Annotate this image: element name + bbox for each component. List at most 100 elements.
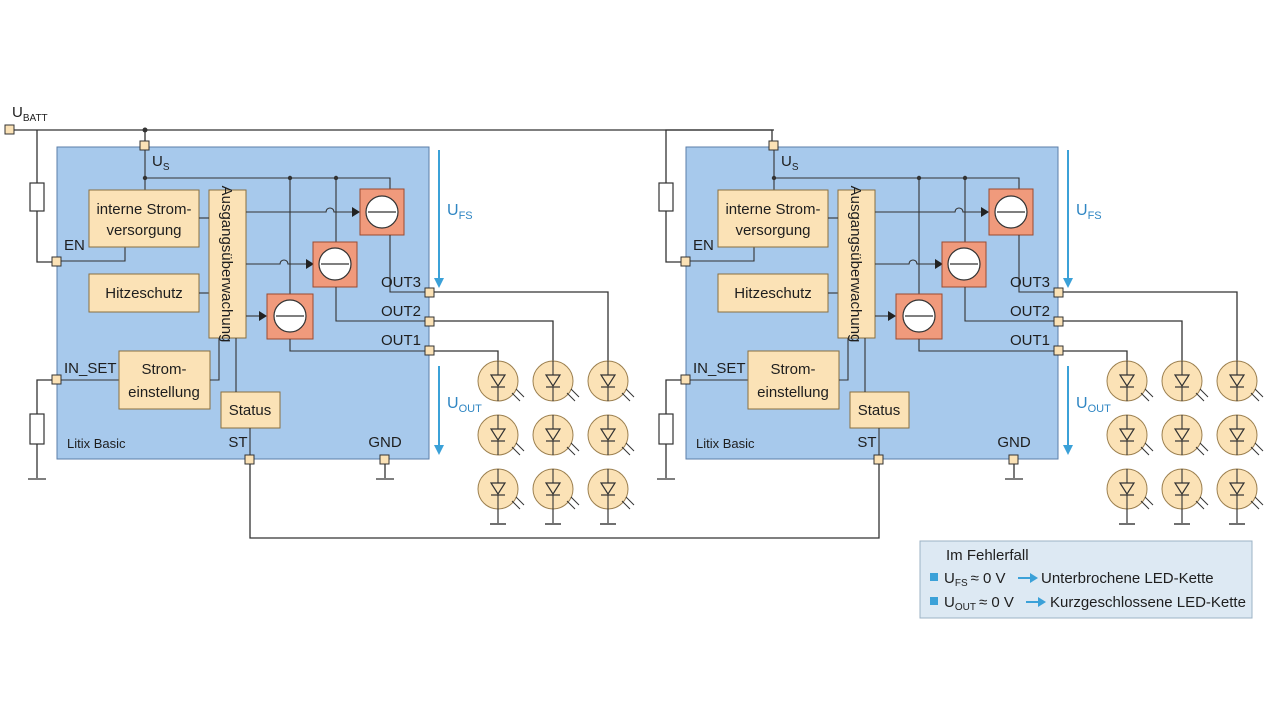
block-current-setting (118, 350, 211, 410)
led-icon (532, 360, 580, 402)
pin-us (768, 140, 779, 151)
legend-title: Im Fehlerfall (946, 547, 1029, 564)
led-icon (1161, 414, 1209, 456)
legend-bullet-2 (930, 597, 938, 605)
legend-row-1: UFS≈ 0 V (944, 570, 1006, 589)
pin-en (680, 256, 691, 267)
block-heat-protection-label: Hitzeschutz (105, 285, 183, 302)
legend: Im Fehlerfall UFS≈ 0 V Unterbrochene LED… (919, 540, 1253, 619)
pin-st-label: ST (857, 434, 876, 451)
pin-out3-label: OUT3 (381, 274, 421, 291)
current-source-3 (875, 188, 1058, 293)
led-string (532, 360, 580, 525)
block-internal-power-line2: versorgung (735, 222, 810, 239)
en-resistor-bottom-wire (36, 211, 57, 263)
block-current-setting-line2: einstellung (757, 384, 829, 401)
block-status-label: Status (858, 402, 901, 419)
uout-arrow: UOUT (434, 366, 482, 455)
led-icon (1106, 414, 1154, 456)
led-icon (477, 468, 525, 510)
legend-row-2-text: Kurzgeschlossene LED-Kette (1050, 594, 1246, 611)
pin-in-set-label: IN_SET (64, 360, 117, 377)
current-source-2 (875, 241, 1058, 322)
ubatt-label: UBATT (12, 104, 48, 124)
pin-out2 (1053, 316, 1064, 327)
current-source-2 (246, 241, 429, 322)
led-icon (1161, 360, 1209, 402)
legend-row-1-text: Unterbrochene LED-Kette (1041, 570, 1214, 587)
led-string (1161, 360, 1209, 525)
pin-out3 (1053, 287, 1064, 298)
block-heat-protection (717, 273, 829, 313)
led-string (477, 360, 525, 525)
ubatt-terminal (4, 124, 15, 135)
led-icon (587, 468, 635, 510)
ufs-arrow: UFS (434, 150, 473, 288)
pin-gnd-label: GND (997, 434, 1031, 451)
pin-out1 (424, 345, 435, 356)
svg-text:UOUT: UOUT (1076, 395, 1111, 415)
block-current-setting (747, 350, 840, 410)
pin-out2 (424, 316, 435, 327)
chip-name: Litix Basic (696, 436, 755, 451)
led-icon (1216, 468, 1264, 510)
led-icon (1216, 360, 1264, 402)
current-source-3 (246, 188, 429, 293)
block-output-monitor (837, 189, 876, 339)
led-icon (587, 414, 635, 456)
block-internal-power-line1: interne Strom- (96, 201, 191, 218)
pin-out3-label: OUT3 (1010, 274, 1050, 291)
pin-en (51, 256, 62, 267)
block-current-setting-line2: einstellung (128, 384, 200, 401)
pin-us-label: US (152, 153, 170, 173)
pin-in-set (51, 374, 62, 385)
led-icon (1106, 360, 1154, 402)
led-string (1216, 360, 1264, 525)
pin-en-label: EN (693, 237, 714, 254)
pin-out1-label: OUT1 (1010, 332, 1050, 349)
led-icon (532, 468, 580, 510)
svg-text:UFS: UFS (1076, 202, 1102, 222)
pin-en-label: EN (64, 237, 85, 254)
pin-gnd-label: GND (368, 434, 402, 451)
pin-in-set-label: IN_SET (693, 360, 746, 377)
uout-arrow: UOUT (1063, 366, 1111, 455)
block-output-monitor-label: Ausgangsüberwachung (218, 186, 235, 343)
pin-us-label: US (781, 153, 799, 173)
ubatt-rail (14, 129, 773, 145)
led-icon (477, 360, 525, 402)
internal-rail (144, 150, 391, 190)
pin-out1 (1053, 345, 1064, 356)
block-current-setting-line1: Strom- (771, 361, 816, 378)
svg-text:UFS: UFS (447, 202, 473, 222)
led-icon (1106, 468, 1154, 510)
svg-text:UOUT: UOUT (447, 395, 482, 415)
en-resistor (29, 182, 45, 212)
pin-st-label: ST (228, 434, 247, 451)
legend-row-2: UOUT≈ 0 V (944, 594, 1014, 613)
block-internal-power-line2: versorgung (106, 222, 181, 239)
pin-gnd (1008, 454, 1019, 465)
block-heat-protection-label: Hitzeschutz (734, 285, 812, 302)
block-status (849, 391, 910, 429)
pin-out2-label: OUT2 (1010, 303, 1050, 320)
led-icon (587, 360, 635, 402)
pin-out3 (424, 287, 435, 298)
block-heat-protection (88, 273, 200, 313)
status-interconnect (249, 464, 880, 539)
pin-st (244, 454, 255, 465)
pin-st (873, 454, 884, 465)
legend-box (919, 540, 1253, 619)
chip-2: US EN interne Strom- versorgung Hitzesch… (657, 129, 1238, 480)
block-output-monitor-label: Ausgangsüberwachung (847, 186, 864, 343)
current-source-1 (875, 293, 1058, 352)
inset-resistor (29, 413, 45, 445)
arrow-right-icon (1018, 573, 1038, 583)
block-internal-power (88, 189, 200, 248)
legend-bullet-1 (930, 573, 938, 581)
led-string (1106, 360, 1154, 525)
inset-resistor (658, 413, 674, 445)
inset-resistor-top-wire (36, 379, 57, 414)
led-icon (477, 414, 525, 456)
